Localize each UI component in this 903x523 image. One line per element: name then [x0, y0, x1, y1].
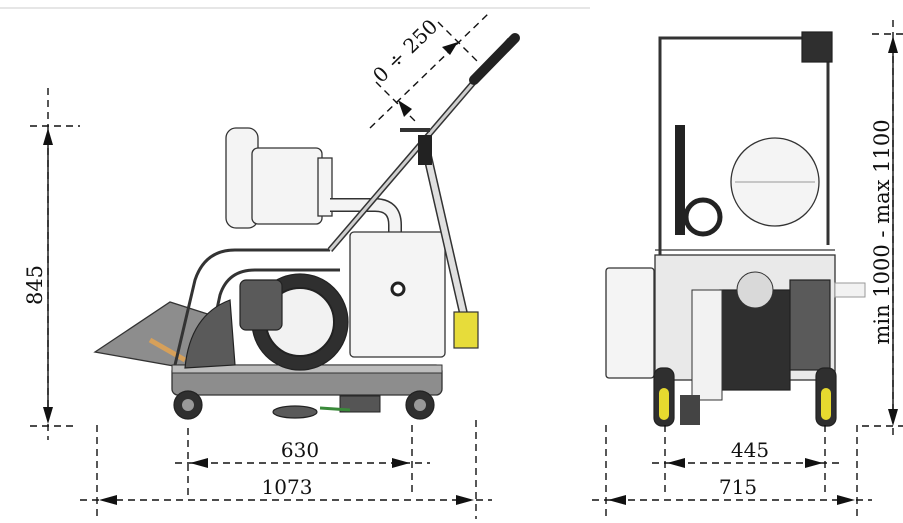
dim-1073-arrow-left	[99, 495, 117, 505]
wheel-front-hub	[182, 399, 194, 411]
exhaust-pipe	[834, 282, 866, 298]
dim-845-arrow-top	[43, 128, 53, 145]
dim-250-arrow-high	[442, 42, 458, 55]
front-engine-side	[789, 279, 831, 371]
dim-250-tick-low	[375, 81, 417, 123]
motor-flange	[317, 157, 333, 217]
dim-height-range-arrow-bottom	[888, 409, 898, 426]
front-engine-cover	[736, 271, 774, 309]
pipe	[330, 199, 401, 235]
lever-grip	[418, 135, 432, 165]
dim-250-line	[369, 13, 489, 129]
hand-wheel	[683, 197, 723, 237]
wheel-rear-hub	[414, 399, 426, 411]
front-lever	[675, 125, 685, 235]
dim-height-range-label: min 1000 - max 1100	[870, 119, 894, 344]
dim-height-range-arrow-top	[888, 36, 898, 53]
front-tank	[605, 267, 655, 379]
front-wheel-left-rim	[659, 388, 669, 420]
frame-tube-left	[173, 248, 330, 366]
dim-630-arrow-right	[392, 458, 410, 468]
dim-1073-arrow-right	[456, 495, 474, 505]
dim-630-label: 630	[281, 438, 319, 462]
lever-pedal	[453, 311, 479, 349]
tank-cap	[390, 281, 406, 297]
side-view-machine	[93, 33, 520, 420]
guard-pin	[148, 337, 187, 363]
dim-250-arrow-low	[398, 100, 412, 117]
dim-630-arrow-left	[190, 458, 208, 468]
dim-715-label: 715	[719, 475, 757, 499]
dim-845-arrow-bottom	[43, 407, 53, 424]
green-marker	[319, 406, 351, 412]
blade-mount	[184, 299, 236, 369]
front-view-machine	[605, 31, 866, 427]
front-castor	[680, 395, 700, 425]
blade-front	[691, 289, 723, 401]
front-view-dimensions: min 1000 - max 1100 445 715	[592, 20, 903, 519]
lever-highlight	[422, 144, 468, 321]
dim-445-arrow-right	[805, 458, 823, 468]
front-frame	[658, 36, 830, 380]
dim-445-label: 445	[731, 438, 769, 462]
castor-bar	[272, 405, 318, 419]
handle-grip	[469, 33, 520, 85]
dim-445-arrow-left	[667, 458, 685, 468]
front-wheel-right-rim	[821, 388, 831, 420]
frame-tube-inner	[203, 268, 340, 366]
dim-250-label: 0 ÷ 250	[368, 14, 442, 87]
dim-715-arrow-left	[608, 495, 626, 505]
dim-845-label: 845	[23, 265, 47, 305]
dim-715-arrow-right	[837, 495, 855, 505]
control-box	[801, 31, 833, 63]
engine-block	[239, 279, 283, 331]
motor-body	[251, 147, 323, 225]
dim-1073-label: 1073	[262, 475, 313, 499]
under-block	[339, 395, 381, 413]
